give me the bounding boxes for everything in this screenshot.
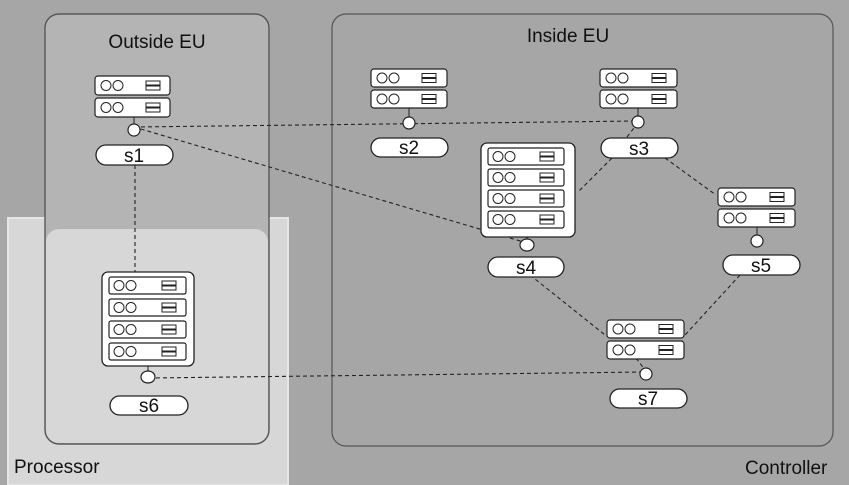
node-pill-s1 [95,144,174,166]
node-pill-s3 [600,137,679,159]
node-label-s5: s5 [751,256,771,277]
link-s3-s4 [577,157,613,193]
outside-eu-border [44,13,270,445]
node-pill-s5 [722,254,801,276]
processor-label: Processor [14,457,100,478]
links [133,120,741,379]
node-label-s3: s3 [629,139,649,160]
port-s2 [402,116,416,130]
controller-label: Controller [745,458,828,479]
server-s2[interactable]: s2 [370,68,449,159]
port-s7 [639,367,653,381]
port-s1 [127,123,141,137]
port-s5 [750,234,764,248]
node-pill-s2 [370,137,449,158]
inside-eu-label: Inside EU [527,26,609,47]
server-s5[interactable]: s5 [717,187,801,277]
outside-eu-label: Outside EU [108,32,205,53]
node-label-s7: s7 [638,389,658,410]
port-s3 [631,115,645,129]
port-s6 [140,370,156,384]
node-pill-s7 [609,388,688,409]
link-s7-port [635,357,646,371]
link-s3-port [626,123,638,138]
server-s4[interactable]: s4 [480,142,576,279]
node-label-s4: s4 [516,258,537,279]
node-label-s6: s6 [139,396,159,417]
node-pill-s6 [109,395,189,416]
server-s1[interactable]: s1 [94,75,174,167]
node-pill-s4 [487,256,565,278]
server-s7[interactable]: s7 [606,319,688,410]
inside-eu-region [331,13,834,447]
link-s3-s5 [664,157,717,196]
link-s6-s7 [148,371,646,379]
node-label-s2: s2 [399,138,419,159]
port-s4 [519,238,535,252]
link-s1-s4 [133,126,528,244]
node-label-s1: s1 [124,146,144,167]
server-s6[interactable]: s6 [101,271,195,417]
server-s3[interactable]: s3 [599,68,679,160]
link-s4-s7 [529,274,606,336]
